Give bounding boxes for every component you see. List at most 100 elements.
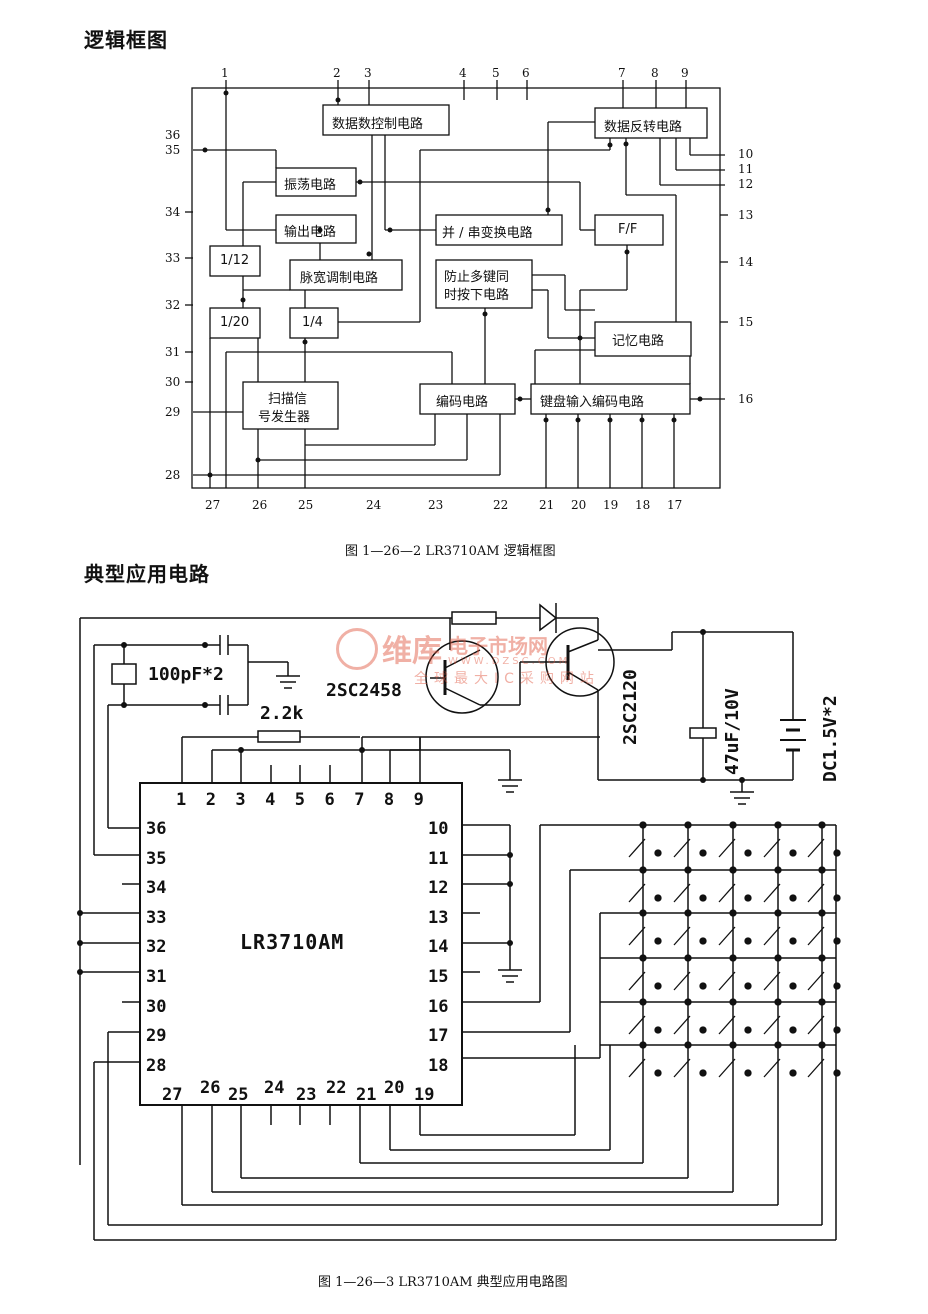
logic-pin-3: 3 — [364, 66, 372, 80]
logic-pin-30: 30 — [165, 375, 181, 389]
key-node — [818, 998, 826, 1006]
key-node — [833, 1069, 841, 1077]
key-switch — [628, 926, 646, 946]
ic-pin-21: 21 — [356, 1085, 377, 1105]
capacitor-label: 47uF/10V — [722, 688, 743, 775]
key-node — [639, 998, 647, 1006]
key-switch — [807, 838, 825, 858]
key-switch — [718, 1015, 736, 1035]
transistor-q1-label: 2SC2458 — [326, 680, 402, 701]
logic-pin-25: 25 — [298, 498, 314, 512]
ic-pin-14: 14 — [428, 937, 449, 958]
key-node — [729, 821, 737, 829]
key-node — [639, 866, 647, 874]
logic-pin-35: 35 — [165, 143, 181, 157]
ic-pin-7: 7 — [354, 790, 365, 810]
key-node — [774, 821, 782, 829]
ic-pin-2: 2 — [205, 790, 216, 810]
logic-pin-19: 19 — [603, 498, 619, 512]
key-node — [699, 849, 707, 857]
ic-pin-29: 29 — [146, 1026, 167, 1047]
ic-pin-20: 20 — [384, 1078, 405, 1098]
block-scan-gen-2: 号发生器 — [258, 410, 311, 425]
key-node — [684, 1041, 692, 1049]
ic-pin-1: 1 — [176, 790, 187, 810]
key-node — [684, 998, 692, 1006]
key-node — [774, 909, 782, 917]
ic-pin-10: 10 — [428, 819, 449, 839]
logic-pin-18: 18 — [635, 498, 651, 512]
watermark-brand: 维库 — [382, 634, 442, 669]
transistor-q2-label: 2SC2120 — [620, 669, 641, 745]
key-switch — [718, 971, 736, 991]
logic-pin-23: 23 — [428, 498, 444, 512]
logic-pin-27: 27 — [205, 498, 221, 512]
watermark-slogan: 全球最大IC采购网站 — [414, 671, 600, 687]
ic-pin-18: 18 — [428, 1055, 449, 1076]
key-node — [729, 866, 737, 874]
key-switch — [673, 1015, 691, 1035]
block-divider-12: 1/12 — [220, 253, 250, 268]
figure-caption-application: 图 1—26—3 LR3710AM 典型应用电路图 — [318, 1275, 568, 1290]
key-node — [729, 998, 737, 1006]
logic-pin-8: 8 — [651, 66, 659, 80]
logic-pin-6: 6 — [522, 66, 530, 80]
ic-pin-17: 17 — [428, 1026, 449, 1047]
logic-pin-11: 11 — [738, 162, 754, 176]
key-switch — [628, 971, 646, 991]
key-node — [639, 954, 647, 962]
logic-pin-22: 22 — [493, 498, 509, 512]
ic-pin-3: 3 — [235, 790, 246, 810]
block-divider-4: 1/4 — [302, 315, 323, 330]
key-node — [833, 849, 841, 857]
key-node — [789, 982, 797, 990]
key-node — [818, 1041, 826, 1049]
heading-typical-circuit: 典型应用电路 — [84, 562, 210, 586]
key-node — [699, 1026, 707, 1034]
key-node — [654, 849, 662, 857]
logic-pin-33: 33 — [165, 251, 181, 265]
key-switch — [673, 838, 691, 858]
key-switch — [763, 926, 781, 946]
heading-logic-diagram: 逻辑框图 — [84, 28, 168, 52]
key-switch — [628, 883, 646, 903]
key-node — [833, 937, 841, 945]
key-node — [654, 937, 662, 945]
block-parallel-serial: 并 / 串变换电路 — [442, 226, 533, 241]
ic-pin-28: 28 — [146, 1055, 167, 1076]
ic-pin-5: 5 — [294, 790, 306, 810]
ic-pin-32: 32 — [146, 937, 167, 958]
logic-pin-16: 16 — [738, 392, 754, 406]
key-node — [833, 1026, 841, 1034]
key-node — [774, 1041, 782, 1049]
ic-pin-26: 26 — [200, 1078, 221, 1098]
logic-pin-31: 31 — [165, 345, 181, 359]
ic-pin-13: 13 — [428, 907, 449, 928]
key-node — [789, 894, 797, 902]
ic-pin-9: 9 — [413, 790, 424, 810]
key-node — [684, 821, 692, 829]
key-node — [833, 982, 841, 990]
key-switch — [807, 1058, 825, 1078]
key-node — [699, 937, 707, 945]
key-node — [639, 1041, 647, 1049]
ic-pin-23: 23 — [296, 1085, 317, 1105]
key-switch — [673, 971, 691, 991]
key-node — [654, 894, 662, 902]
logic-pin-26: 26 — [252, 498, 268, 512]
ic-pin-16: 16 — [428, 996, 449, 1017]
key-node — [744, 894, 752, 902]
logic-pin-36: 36 — [165, 128, 181, 142]
logic-pin-2: 2 — [333, 66, 341, 80]
watermark-site: 电子市场网 — [448, 634, 548, 658]
key-node — [744, 982, 752, 990]
key-matrix — [628, 821, 841, 1078]
block-memory: 记忆电路 — [612, 334, 665, 349]
logic-pin-17: 17 — [667, 498, 683, 512]
block-encoder: 编码电路 — [436, 395, 489, 410]
key-switch — [673, 926, 691, 946]
key-switch — [628, 1015, 646, 1035]
key-switch — [628, 1058, 646, 1078]
